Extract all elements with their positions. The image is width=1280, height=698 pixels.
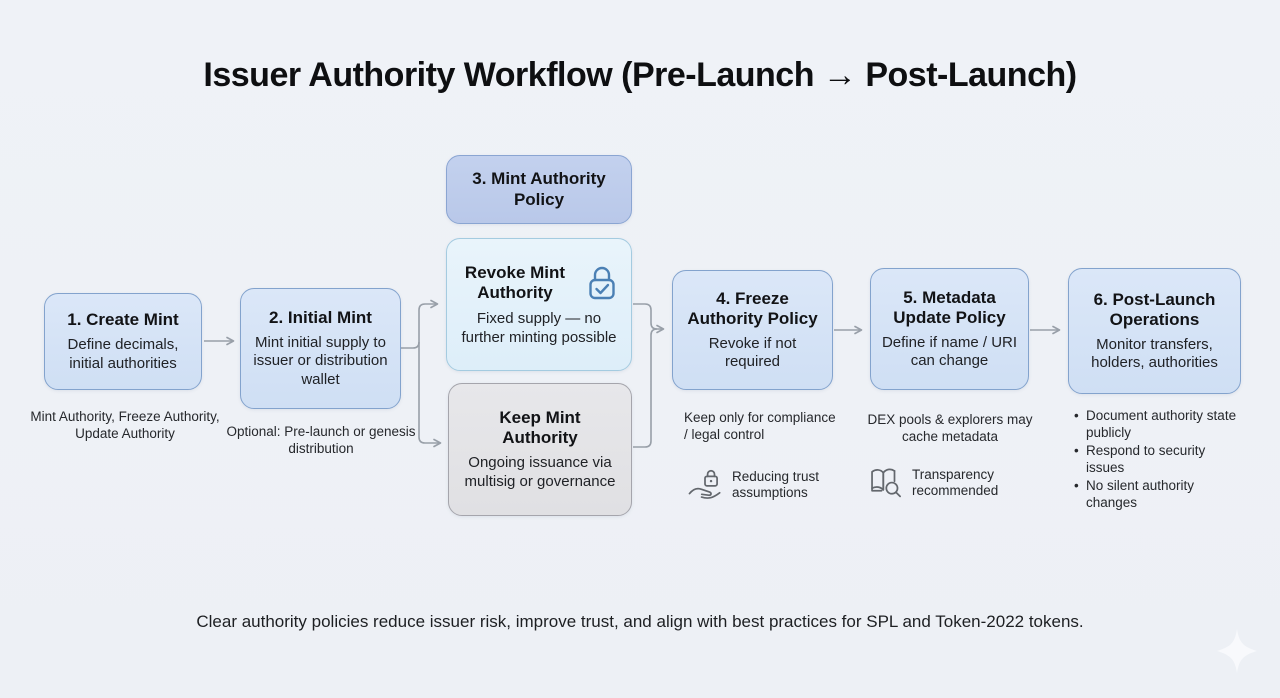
footer-caption: Clear authority policies reduce issuer r… <box>196 612 1084 631</box>
node-post-launch-body: Monitor transfers, holders, authorities <box>1091 335 1218 372</box>
node-initial-mint-body: Mint initial supply to issuer or distrib… <box>253 334 388 388</box>
note-create-mint: Mint Authority, Freeze Authority, Update… <box>30 409 220 441</box>
book-search-icon <box>871 468 901 498</box>
node-keep-title: Keep Mint Authority <box>499 408 581 448</box>
node-freeze-authority-policy: 4. Freeze Authority Policy Revoke if not… <box>672 270 833 390</box>
node-metadata-update-policy: 5. Metadata Update Policy Define if name… <box>870 268 1029 390</box>
freeze-trust-callout: Reducing trust assumptions <box>686 466 836 504</box>
lock-check-icon <box>589 267 615 300</box>
node-revoke-body: Fixed supply — no further minting possib… <box>461 310 617 346</box>
node-keep-mint-authority: Keep Mint Authority Ongoing issuance via… <box>448 383 632 516</box>
node-initial-mint: 2. Initial Mint Mint initial supply to i… <box>240 288 401 409</box>
node-post-launch-title: 6. Post-Launch Operations <box>1093 289 1216 329</box>
hand-lock-icon <box>688 469 721 499</box>
node-freeze-title: 4. Freeze Authority Policy <box>687 288 818 328</box>
node-post-launch-operations: 6. Post-Launch Operations Monitor transf… <box>1068 268 1241 394</box>
list-item: No silent authority changes <box>1072 477 1242 511</box>
sparkle-icon <box>1217 629 1257 673</box>
node-mint-authority-policy: 3. Mint Authority Policy <box>446 155 632 224</box>
note-freeze: Keep only for compliance / legal control <box>684 410 836 442</box>
page-title: Issuer Authority Workflow (Pre-Launch → … <box>203 56 1077 94</box>
list-item: Document authority state publicly <box>1072 407 1242 441</box>
node-create-mint-title: 1. Create Mint <box>67 310 179 330</box>
note-metadata: DEX pools & explorers may cache metadata <box>867 412 1033 444</box>
freeze-trust-label: Reducing trust assumptions <box>732 468 820 500</box>
list-item: Respond to security issues <box>1072 442 1242 476</box>
node-mint-authority-policy-title: 3. Mint Authority Policy <box>472 169 606 209</box>
node-freeze-body: Revoke if not required <box>708 334 797 371</box>
node-create-mint: 1. Create Mint Define decimals, initial … <box>44 293 202 390</box>
node-metadata-body: Define if name / URI can change <box>881 333 1018 370</box>
node-revoke-title: Revoke Mint Authority <box>464 263 566 303</box>
node-keep-body: Ongoing issuance via multisig or governa… <box>464 454 616 490</box>
metadata-transparency-callout: Transparency recommended <box>866 464 1034 502</box>
note-initial-mint: Optional: Pre-launch or genesis distribu… <box>226 424 416 456</box>
node-revoke-mint-authority: Revoke Mint Authority Fixed supply — no … <box>446 238 632 371</box>
node-metadata-title: 5. Metadata Update Policy <box>893 287 1006 327</box>
post-launch-bullet-list: Document authority state publicly Respon… <box>1072 407 1242 512</box>
node-create-mint-body: Define decimals, initial authorities <box>67 336 179 372</box>
node-initial-mint-title: 2. Initial Mint <box>269 308 372 328</box>
metadata-transparency-label: Transparency recommended <box>912 466 999 498</box>
